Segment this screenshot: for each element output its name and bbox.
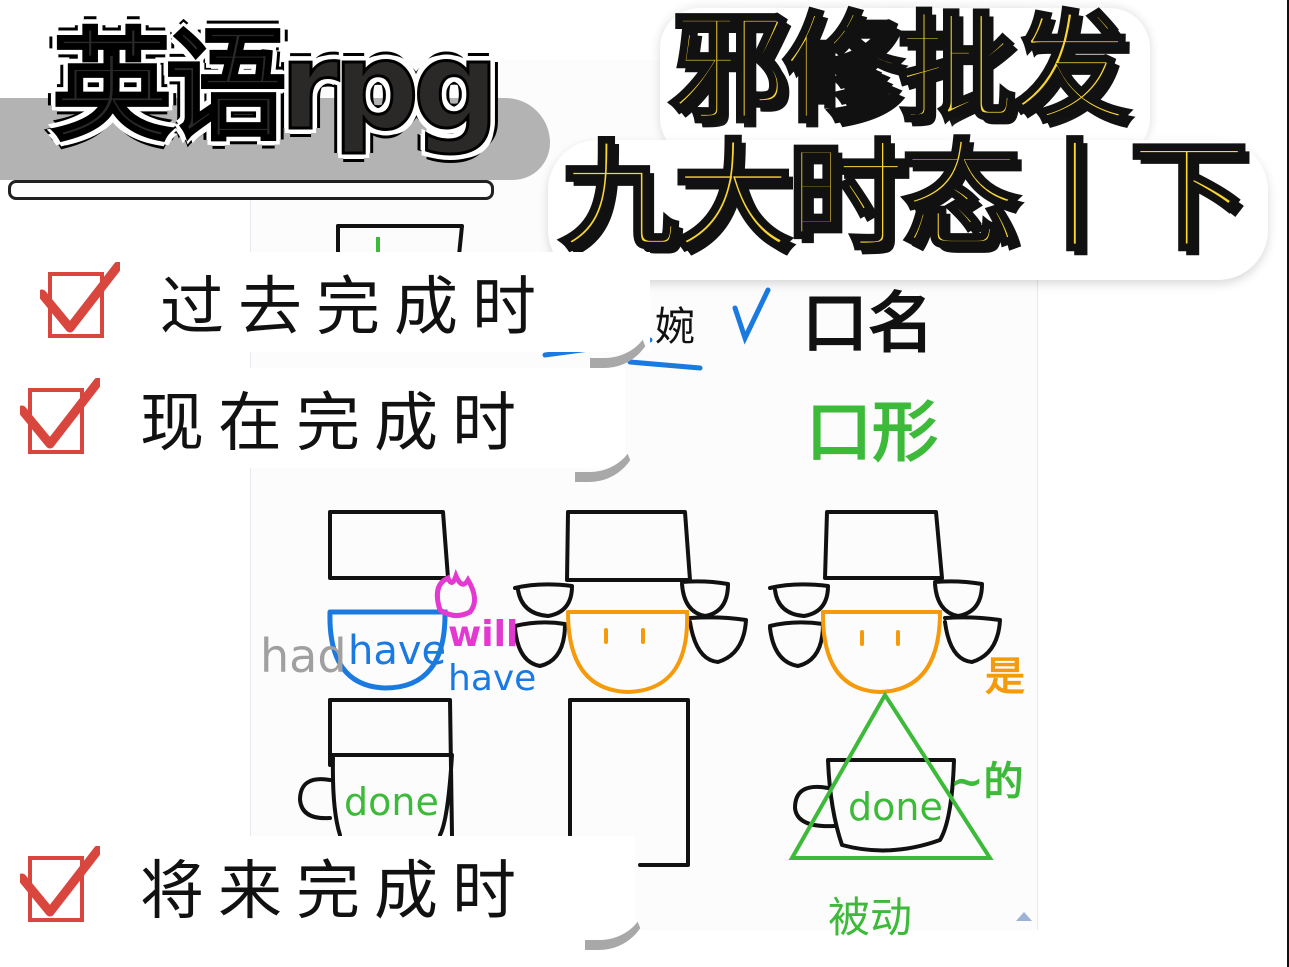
checkbox-checked-icon: [20, 378, 100, 454]
had-annotation: had: [260, 629, 347, 683]
headline-sticker-top: [660, 8, 1150, 158]
brand-backdrop: [0, 98, 550, 180]
done-annotation-1: done: [344, 780, 439, 824]
label-curl-decoration: [575, 432, 639, 482]
tense-label-text: 过去完成时: [160, 271, 550, 345]
hat-1: [328, 510, 450, 580]
checkbox-checked-icon: [40, 262, 120, 338]
label-curl-decoration: [585, 900, 649, 950]
de-label: ~的: [950, 759, 1024, 805]
scroll-up-arrow-icon[interactable]: [1016, 912, 1032, 921]
will-have-annotation: have: [448, 658, 536, 699]
done-annotation-2: done: [848, 785, 943, 829]
have-annotation: have: [348, 628, 446, 674]
will-annotation: will: [448, 614, 518, 655]
be-label: 是: [985, 654, 1025, 700]
brand-title: 英语rpg: [51, 18, 501, 157]
brand-underline-wave: [8, 180, 494, 200]
passive-label: 被动: [828, 893, 912, 942]
tense-item-past-perfect: 过去完成时: [0, 252, 650, 352]
headline: 邪修批发 九大时态丨下: [558, 0, 1280, 266]
frame-edge: [1287, 0, 1289, 967]
checkbox-checked-icon: [20, 846, 100, 922]
tense-label-text: 将来完成时: [140, 855, 530, 929]
tense-item-present-perfect: 现在完成时: [0, 368, 625, 468]
headline-line-1: 邪修批发: [668, 0, 1132, 138]
noun-label: 口名: [802, 285, 934, 362]
tense-item-future-perfect: 将来完成时: [0, 836, 635, 936]
partial-label: 婉: [655, 304, 695, 350]
headline-sticker-bottom: [548, 140, 1268, 280]
adjective-label: 口形: [806, 394, 938, 471]
tense-label-text: 现在完成时: [140, 387, 530, 461]
headline-line-2: 九大时态丨下: [558, 128, 1250, 266]
label-curl-decoration: [590, 318, 654, 368]
